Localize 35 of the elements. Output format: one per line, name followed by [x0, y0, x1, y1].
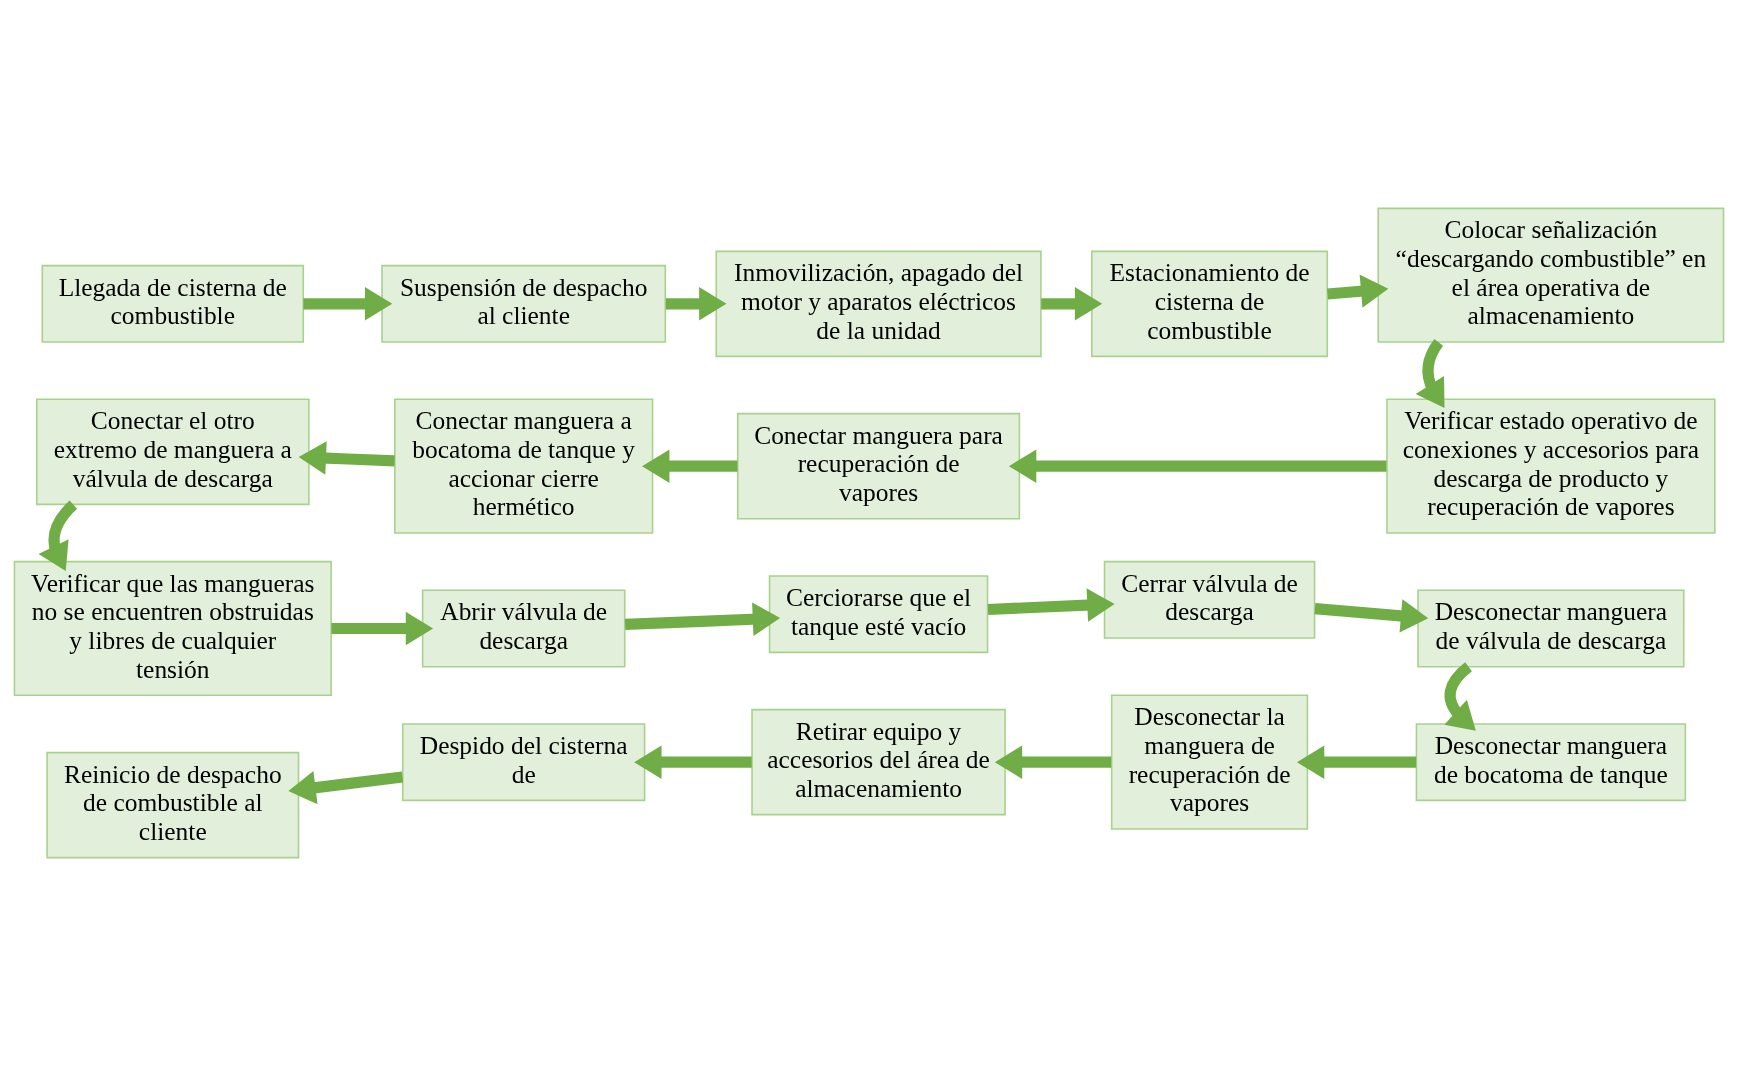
node-box: Estacionamiento de cisterna de combustible — [1091, 250, 1329, 358]
arrow — [994, 745, 1112, 779]
node-box: Desconectar manguera de válvula de descarga — [1417, 589, 1685, 668]
node-box: Desconectar manguera de bocatoma de tanque — [1415, 723, 1687, 802]
arrow — [1008, 449, 1387, 483]
arrow — [1041, 287, 1103, 321]
node-box: Llegada de cisterna de combustible — [41, 264, 305, 343]
arrow — [1444, 662, 1476, 731]
arrow — [642, 449, 738, 483]
node-box: Cerciorarse que el tanque esté vacío — [768, 575, 989, 654]
arrow — [298, 441, 395, 475]
arrow — [1314, 599, 1429, 633]
arrow — [1296, 745, 1417, 779]
node-box: Conectar manguera a bocatoma de tanque y accionar cierre hermético — [394, 398, 654, 534]
node-box: Verificar que las mangueras no se encuentren obstruidas y libres de cualquier tensión — [13, 560, 332, 697]
node-box: Retirar equipo y accesorios del área de almacenamiento — [751, 708, 1006, 816]
arrow — [303, 287, 393, 321]
node-box: Abrir válvula de descarga — [421, 589, 626, 668]
node-box: Colocar señalización “descargando combustible” en el área operativa de almacenamiento — [1377, 207, 1725, 343]
arrow — [665, 287, 727, 321]
arrow — [624, 602, 781, 636]
node-box: Desconectar la manguera de recuperación de vapores — [1110, 694, 1309, 830]
node-box: Conectar el otro extremo de manguera a válvula de descarga — [35, 398, 310, 506]
node-box: Despido del cisterna de — [401, 723, 646, 802]
arrow — [634, 745, 752, 779]
node-box: Cerrar válvula de descarga — [1103, 560, 1316, 639]
arrow — [987, 588, 1115, 622]
arrow — [1327, 274, 1389, 308]
node-box: Conectar manguera para recuperación de vapores — [736, 412, 1021, 520]
node-box: Verificar estado operativo de conexiones y accesorios para descarga de producto y recuperación de vapores — [1386, 398, 1716, 534]
node-box: Inmovilización, apagado del motor y aparatos eléctricos de la unidad — [715, 250, 1042, 358]
arrow — [331, 611, 434, 646]
node-box: Reinicio de despacho de combustible al cliente — [46, 751, 300, 859]
node-box: Suspensión de despacho al cliente — [381, 264, 667, 343]
arrow — [288, 771, 404, 805]
